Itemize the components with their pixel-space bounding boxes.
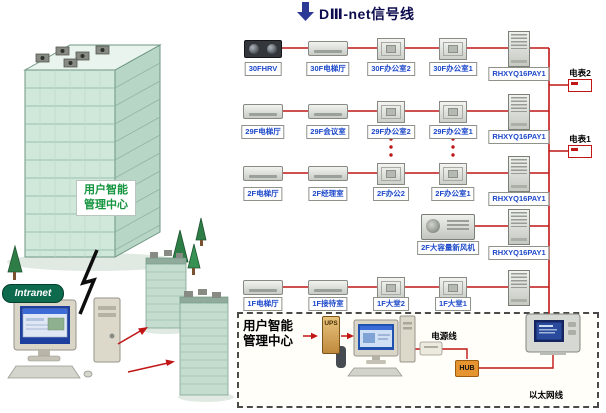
unit-label: 1F电梯厅 <box>243 297 283 311</box>
ducted-unit-icon <box>243 104 283 119</box>
dnet-arrow-icon <box>297 2 314 21</box>
unit-label: 2F大容量新风机 <box>417 241 479 255</box>
unit-label: 30F办公室1 <box>429 62 477 76</box>
meter2-label: 电表2 <box>569 68 591 78</box>
lightning-link-icon <box>78 249 99 315</box>
unit-label: RHXYQ16PAY1 <box>488 130 550 144</box>
cassette-unit-icon <box>439 163 467 185</box>
cassette-unit-icon <box>439 38 467 60</box>
unit-label: 2F经理室 <box>308 187 348 201</box>
tree-icons <box>7 217 207 280</box>
main-building-illustration <box>23 44 162 258</box>
ducted-unit-icon <box>243 166 283 181</box>
unit-label: 2F办公2 <box>373 187 409 201</box>
electric-meter-icon <box>568 145 592 158</box>
hrv-unit-icon <box>244 40 282 58</box>
fresh-air-unit-icon <box>421 214 475 240</box>
intranet-workstation <box>7 297 121 379</box>
cassette-unit-icon <box>377 101 405 123</box>
unit-label: 30F办公室2 <box>367 62 415 76</box>
unit-label: 30F电梯厅 <box>306 62 350 76</box>
unit-label: 29F办公室2 <box>367 125 415 139</box>
building-management-center-label: 用户智能 管理中心 <box>76 180 136 216</box>
unit-label: 29F办公室1 <box>429 125 477 139</box>
ducted-unit-icon <box>243 280 283 295</box>
intranet-badge: Intranet <box>2 284 64 303</box>
cassette-unit-icon <box>377 163 405 185</box>
hub-unit: HUB <box>455 360 479 377</box>
unit-label: 1F接待室 <box>308 297 348 311</box>
unit-label: 30FHRV <box>244 62 282 76</box>
unit-label: 2F办公室1 <box>431 187 475 201</box>
building-label-line1: 用户智能 <box>84 184 128 196</box>
outdoor-unit-icon <box>508 209 530 245</box>
ducted-unit-icon <box>308 41 348 56</box>
ethernet-line-label: 以太网线 <box>528 390 563 400</box>
unit-label: 29F电梯厅 <box>241 125 285 139</box>
ducted-unit-icon <box>308 280 348 295</box>
outdoor-unit-icon <box>508 31 530 67</box>
cassette-unit-icon <box>439 277 467 299</box>
control-room-title-line1: 用户智能 <box>243 319 294 333</box>
unit-label: 29F会议室 <box>306 125 350 139</box>
control-room-title-line2: 管理中心 <box>243 334 294 348</box>
unit-label: 1F大堂1 <box>435 297 471 311</box>
ducted-unit-icon <box>308 104 348 119</box>
outdoor-unit-icon <box>508 156 530 192</box>
ups-unit: UPS <box>322 316 340 354</box>
unit-label: 1F大堂2 <box>373 297 409 311</box>
outdoor-unit-icon <box>508 94 530 130</box>
control-room-title: 用户智能 管理中心 <box>243 319 293 349</box>
diagram-title: DⅢ-net信号线 <box>319 6 415 22</box>
unit-label: RHXYQ16PAY1 <box>488 192 550 206</box>
outdoor-unit-icon <box>508 270 530 306</box>
rooftop-units <box>35 45 110 68</box>
ground-shadows <box>7 253 234 402</box>
power-line-label: 电源线 <box>431 331 457 341</box>
cassette-unit-icon <box>377 277 405 299</box>
cassette-unit-icon <box>439 101 467 123</box>
branch-buildings-illustration <box>145 250 229 396</box>
intranet-link-arrows <box>117 327 175 373</box>
omitted-floors-dots <box>389 137 455 157</box>
unit-label: RHXYQ16PAY1 <box>488 246 550 260</box>
unit-label: RHXYQ16PAY1 <box>488 67 550 81</box>
electric-meter-icon <box>568 79 592 92</box>
meter1-label: 电表1 <box>569 134 591 144</box>
unit-label: 2F电梯厅 <box>243 187 283 201</box>
cassette-unit-icon <box>377 38 405 60</box>
building-label-line2: 管理中心 <box>84 199 128 211</box>
ducted-unit-icon <box>308 166 348 181</box>
